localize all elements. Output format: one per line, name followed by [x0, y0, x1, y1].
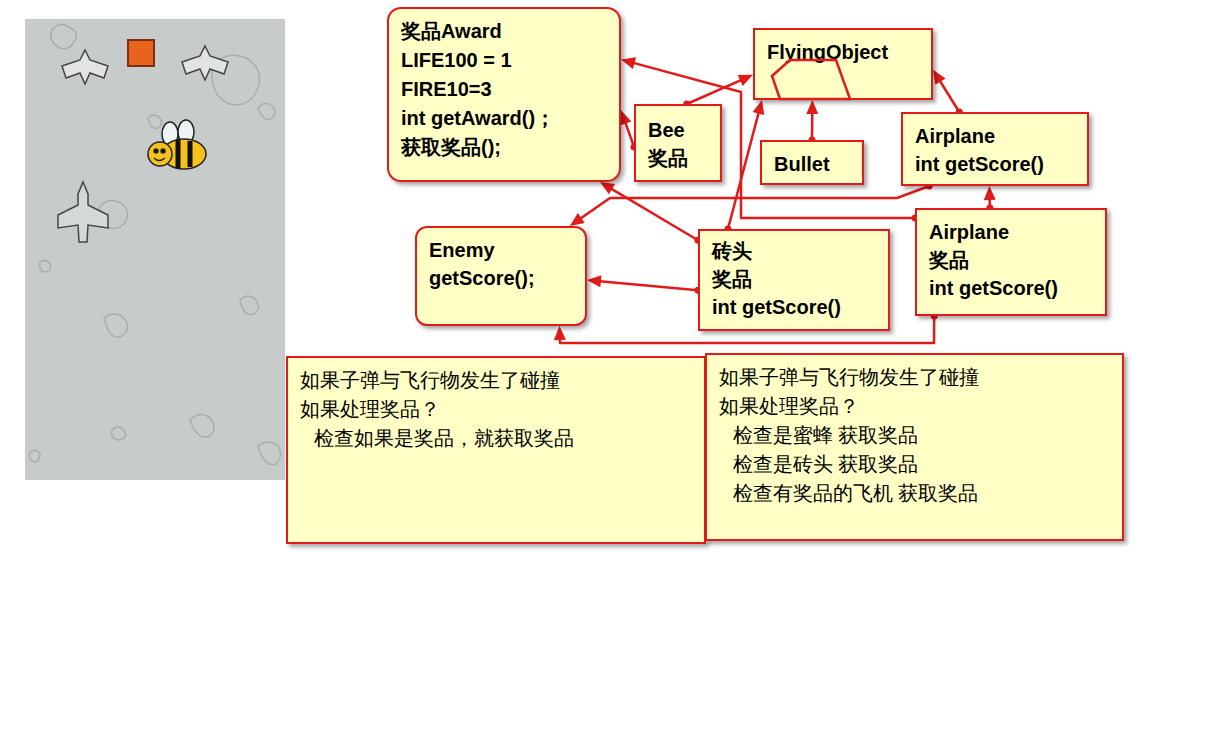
bee-eye [154, 149, 158, 153]
hero-plane [58, 182, 108, 242]
asteroid [104, 314, 128, 337]
asteroid [258, 103, 275, 119]
game-panel [25, 19, 285, 480]
note-box: 如果子弹与飞行物发生了碰撞如果处理奖品？检查是蜜蜂 获取奖品检查是砖头 获取奖品… [705, 353, 1124, 541]
connector [724, 100, 764, 233]
asteroid [30, 450, 41, 462]
enemy-plane [182, 46, 228, 80]
box-text: 奖品 [929, 246, 1093, 274]
arrow-head [554, 326, 566, 340]
box-text: int getAward()； [401, 104, 607, 133]
box-text: 检查有奖品的飞机 获取奖品 [719, 479, 1110, 508]
box-text: int getScore() [915, 150, 1075, 178]
arrow-head [933, 70, 945, 85]
connector [933, 70, 963, 116]
box-heading: Airplane [915, 122, 1075, 150]
arrow-head [570, 213, 585, 226]
connector-line [811, 110, 814, 140]
box-heading: Airplane [929, 218, 1093, 246]
enemy-plane [62, 50, 108, 84]
class-box: Bullet [760, 140, 864, 185]
asteroid [148, 115, 162, 128]
box-text: 检查如果是奖品，就获取奖品 [300, 424, 692, 453]
box-heading: Enemy [429, 236, 573, 264]
connector [570, 183, 933, 227]
connector-line [597, 281, 698, 290]
asteroid [51, 24, 76, 48]
class-box: Airplaneint getScore() [901, 112, 1089, 186]
box-text: 奖品 [712, 265, 876, 293]
connector-line [938, 78, 959, 112]
class-box: FlyingObject [753, 28, 933, 100]
box-text: 如果处理奖品？ [300, 395, 692, 424]
brick-icon [128, 40, 154, 66]
connector [600, 182, 702, 244]
arrow-head [806, 100, 818, 114]
asteroid [40, 260, 51, 272]
asteroids [30, 24, 281, 464]
class-box: 奖品AwardLIFE100 = 1FIRE10=3int getAward()… [387, 7, 621, 182]
box-text: 检查是砖头 获取奖品 [719, 450, 1110, 479]
asteroid [190, 414, 214, 437]
box-text: 如果处理奖品？ [719, 392, 1110, 421]
connector [587, 275, 702, 293]
arrow-head [620, 110, 631, 125]
connector-line [609, 187, 698, 240]
asteroid [112, 427, 126, 440]
bee-head [148, 142, 172, 166]
box-text: LIFE100 = 1 [401, 46, 607, 75]
bee-eye [161, 149, 165, 153]
box-text: FIRE10=3 [401, 75, 607, 104]
connector-line [624, 120, 634, 147]
arrow-head [738, 75, 753, 86]
connector-line [728, 110, 759, 229]
box-text: 获取奖品(); [401, 133, 607, 162]
box-heading: Bullet [774, 151, 850, 177]
box-heading: 如果子弹与飞行物发生了碰撞 [300, 366, 692, 395]
box-text: int getScore() [929, 274, 1093, 302]
asteroid [240, 296, 259, 315]
bee-stripes [178, 140, 190, 168]
arrow-head [753, 100, 765, 115]
box-heading: FlyingObject [767, 38, 919, 66]
box-heading: 如果子弹与飞行物发生了碰撞 [719, 363, 1110, 392]
bee-smile [154, 158, 165, 161]
box-text: getScore(); [429, 264, 573, 292]
class-box: EnemygetScore(); [415, 226, 587, 326]
box-text: int getScore() [712, 293, 876, 321]
asteroid [258, 442, 281, 465]
box-heading: 奖品Award [401, 17, 607, 46]
class-box: Airplane奖品int getScore() [915, 208, 1107, 316]
arrow-head [587, 275, 601, 287]
arrow-head [984, 186, 996, 200]
note-box: 如果子弹与飞行物发生了碰撞如果处理奖品？检查如果是奖品，就获取奖品 [286, 356, 706, 544]
box-text: 奖品 [648, 144, 708, 172]
arrow-head [600, 182, 615, 194]
arrow-head [621, 57, 636, 69]
box-heading: 砖头 [712, 237, 876, 265]
connector-line [578, 186, 929, 220]
connector [806, 100, 818, 144]
class-box: 砖头奖品int getScore() [698, 229, 890, 331]
bee-icon [148, 120, 206, 169]
box-text: 检查是蜜蜂 获取奖品 [719, 421, 1110, 450]
box-heading: Bee [648, 116, 708, 144]
class-box: Bee奖品 [634, 104, 722, 182]
